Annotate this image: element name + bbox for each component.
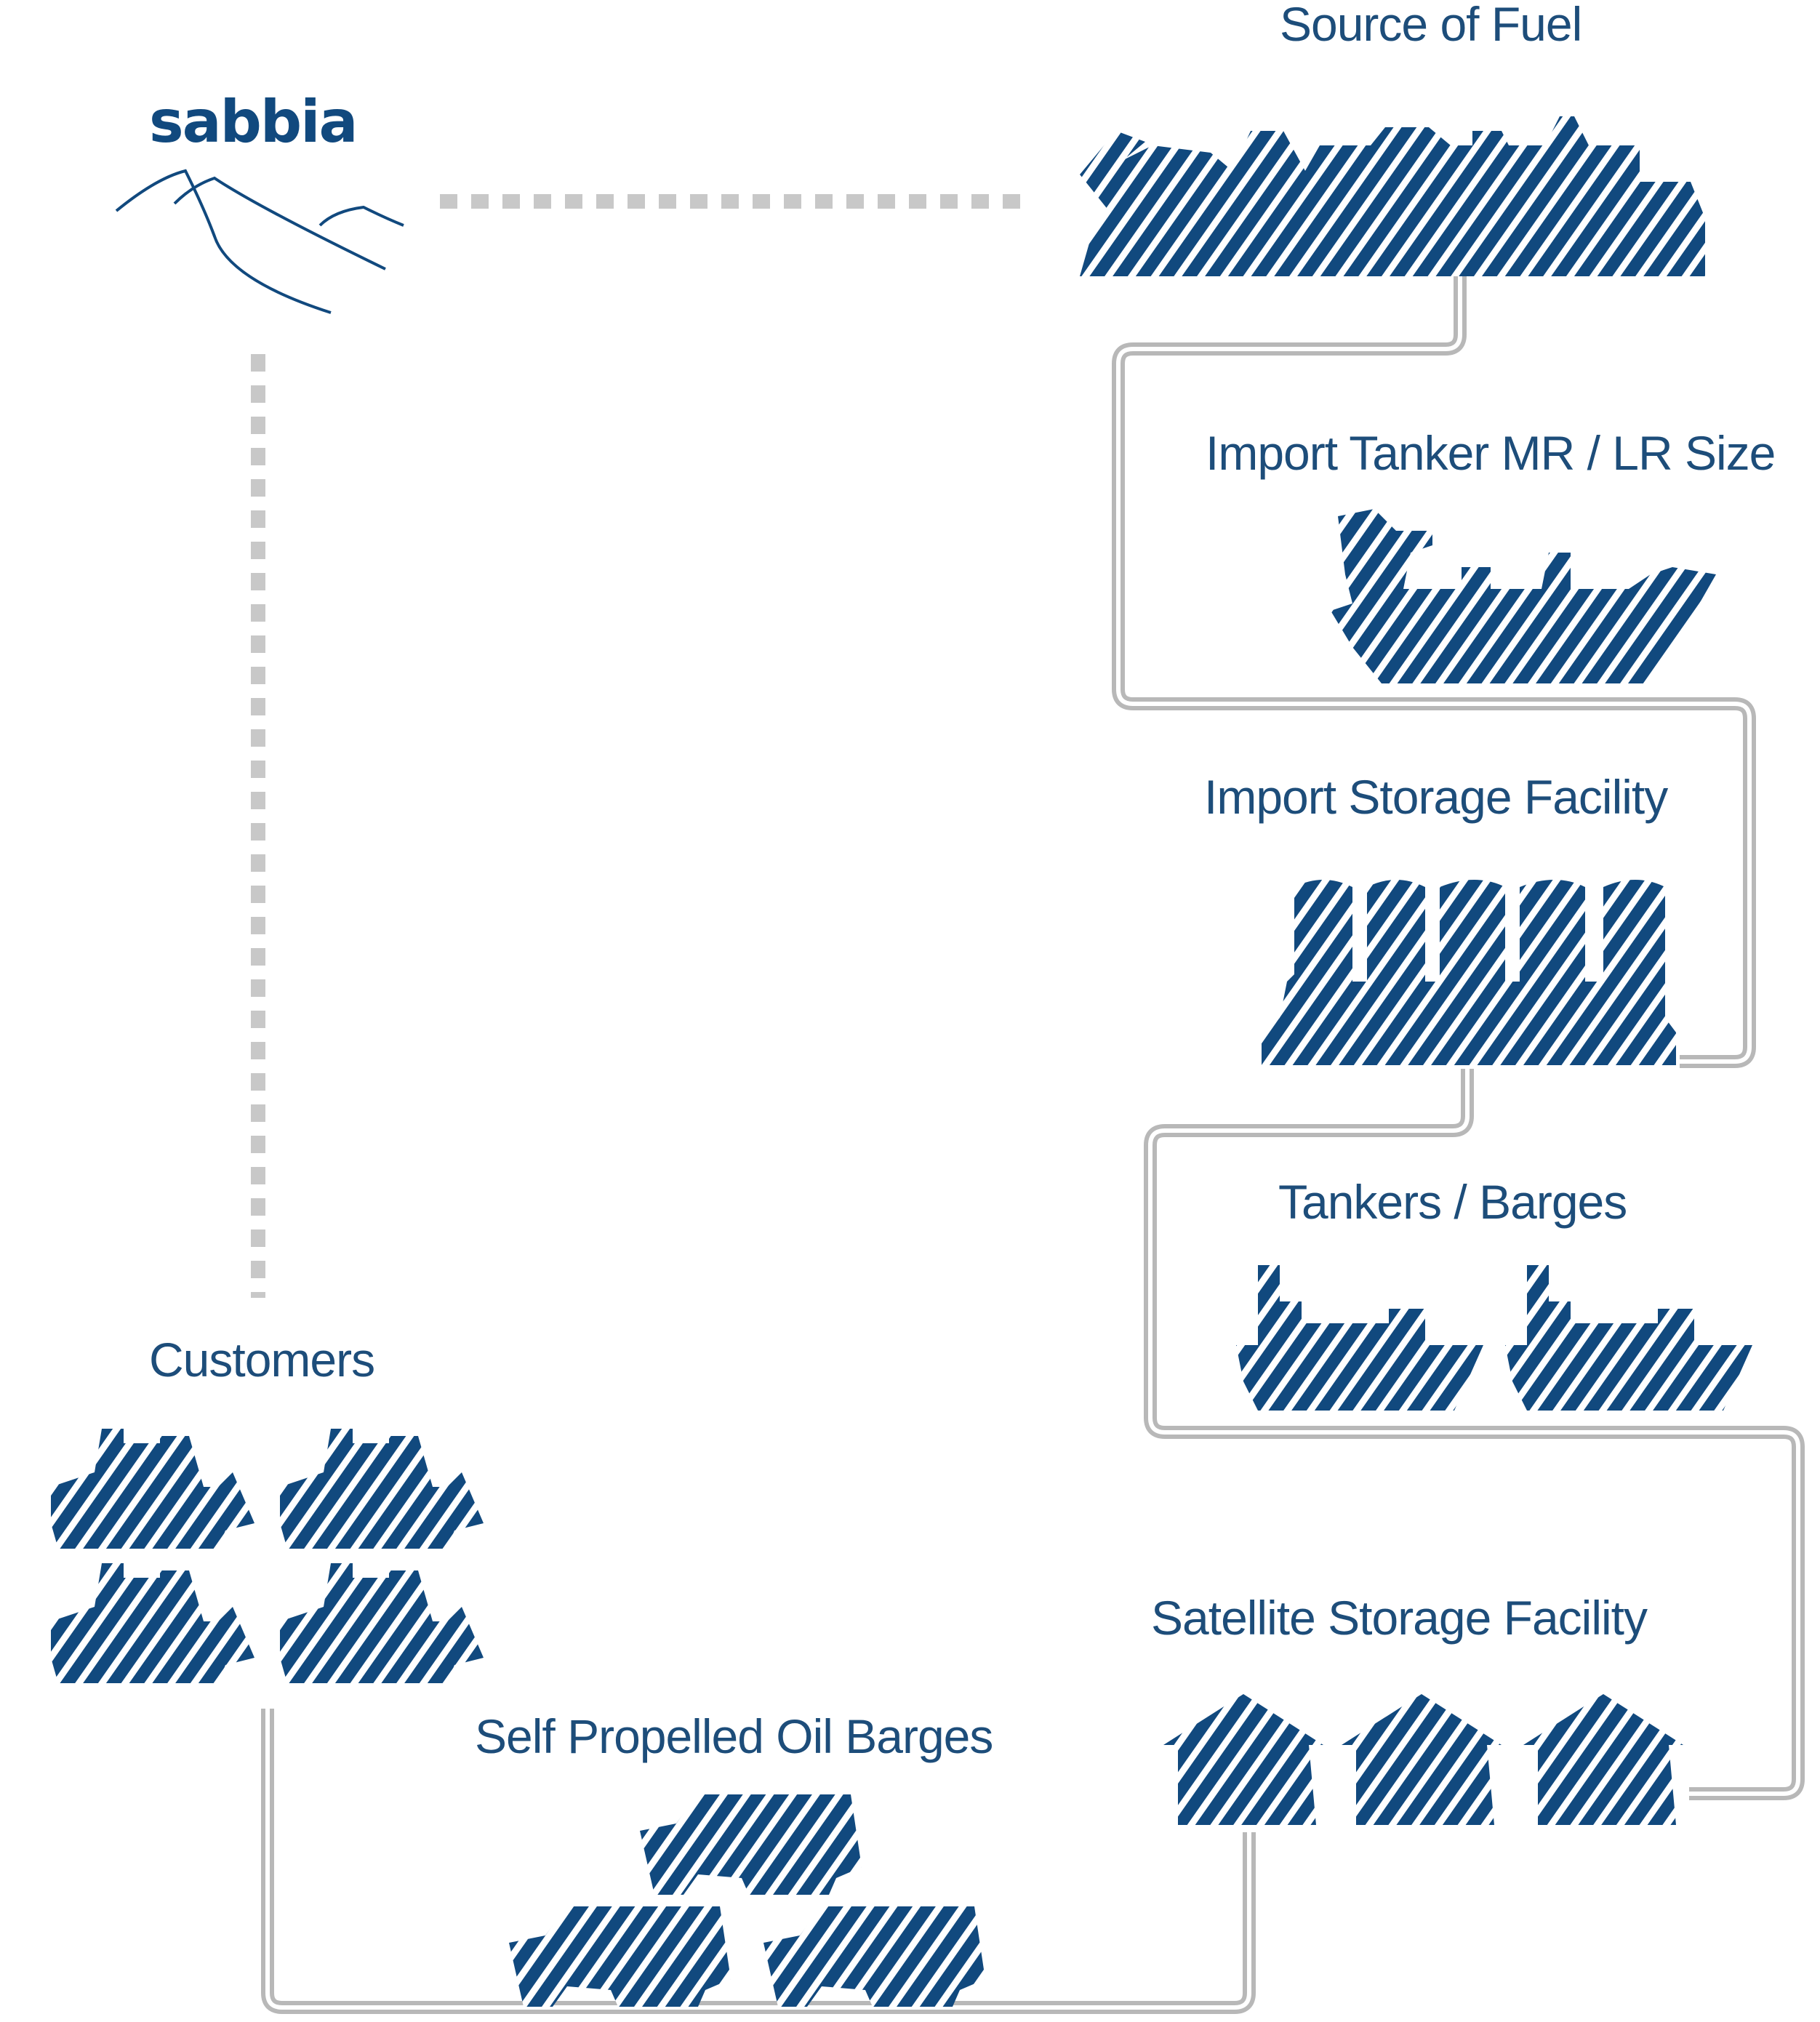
- storage-house-icon: [1523, 1694, 1683, 1825]
- oil-refinery-icon: [1065, 102, 1734, 276]
- stage-label-customers: Customers: [149, 1333, 375, 1387]
- bulldozer-icon: [44, 1429, 254, 1549]
- tanker-barge-icon: [1229, 1258, 1483, 1411]
- stage-label-source: Source of Fuel: [1280, 0, 1582, 51]
- stage-label-satellite-storage: Satellite Storage Facility: [1151, 1591, 1648, 1645]
- bulldozer-icon: [44, 1563, 254, 1683]
- sand-dunes-logo-icon: [115, 169, 404, 314]
- fuel-tanker-truck-icon: [502, 1899, 731, 2007]
- stage-label-import-tanker: Import Tanker MR / LR Size: [1206, 426, 1776, 480]
- tanker-barge-icon: [1498, 1258, 1752, 1411]
- fuel-tanker-truck-icon: [633, 1787, 862, 1895]
- stage-label-import-storage: Import Storage Facility: [1204, 770, 1668, 824]
- fuel-tanker-truck-icon: [756, 1899, 985, 2007]
- stage-label-oil-barges: Self Propelled Oil Barges: [475, 1709, 993, 1763]
- stage-label-tankers-barges: Tankers / Barges: [1278, 1175, 1627, 1229]
- brand-logo-text: sabbia: [149, 88, 358, 156]
- bulldozer-icon: [273, 1563, 484, 1683]
- large-tanker-ship-icon: [1309, 502, 1720, 683]
- bulldozer-icon: [273, 1429, 484, 1549]
- storage-tanks-icon: [1258, 872, 1680, 1065]
- storage-house-icon: [1342, 1694, 1502, 1825]
- storage-house-icon: [1163, 1694, 1323, 1825]
